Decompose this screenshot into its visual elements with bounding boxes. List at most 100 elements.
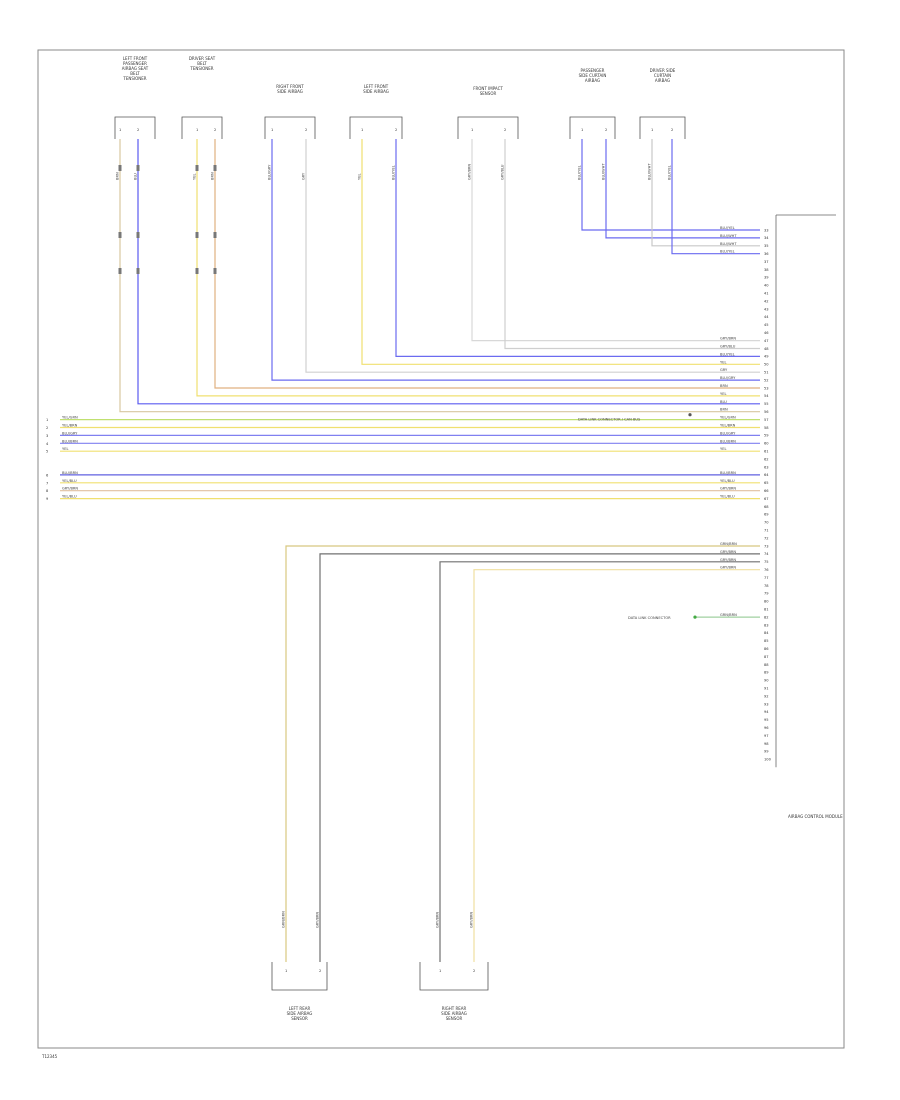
module-pin-number: 51 — [764, 371, 769, 375]
module-pin-number: 43 — [764, 307, 769, 311]
module-pin-number: 82 — [764, 615, 769, 619]
module-pin-number: 93 — [764, 702, 769, 706]
module-pin-number: 41 — [764, 292, 769, 296]
wire-w28: GRN/BRN — [695, 613, 760, 618]
component-name: TENSIONER — [189, 66, 213, 71]
component-name: SIDE AIRBAG — [441, 1011, 467, 1016]
wire-w15: YEL/GRN — [60, 416, 760, 421]
wire-w25: GRY/BRN GRY/BRN — [316, 550, 760, 962]
module-pin-number: 53 — [764, 386, 769, 390]
wire-color-label-vertical: BLU/YEL — [392, 165, 396, 180]
wire-path — [271, 139, 760, 381]
module-pin-number: 79 — [764, 592, 769, 596]
connector-outline — [457, 116, 519, 139]
component-pin: 1 — [439, 969, 441, 973]
wire-color-label: GRN/BRN — [720, 613, 737, 617]
wire-splice-mark — [118, 268, 122, 274]
connector-outline — [264, 116, 316, 139]
module-pin-number: 73 — [764, 544, 769, 548]
wire-color-label-vertical: GRY — [302, 172, 306, 180]
wire-color-label: YEL — [720, 447, 726, 451]
wire-splice-mark — [195, 165, 199, 171]
module-pin-number: 46 — [764, 331, 769, 335]
edge-wire-number: 1 — [46, 418, 48, 422]
wire-w27: GRY/BRN GRY/BRN — [470, 566, 760, 962]
component-pin: 2 — [671, 128, 673, 132]
wire-color-label: GRY/BRN — [720, 337, 736, 341]
connector-outline — [639, 116, 686, 139]
wire-path — [439, 561, 760, 962]
wire-w21: YEL/BLU — [60, 479, 760, 484]
wire-color-label: BLU/BRN — [720, 471, 736, 475]
module-pin-number: 37 — [764, 260, 769, 264]
component-name: RIGHT REAR — [442, 1006, 467, 1011]
component-name: LEFT REAR — [289, 1006, 311, 1011]
component-pin: 2 — [605, 128, 607, 132]
module-pin-number: 34 — [764, 236, 769, 240]
data-link-label: DATA LINK CONNECTOR / CAN BUS — [578, 418, 641, 422]
wires-layer: BLU/YELBLU/YELBLU/WHTBLU/WHTBLU/WHTBLU/W… — [60, 139, 760, 962]
wire-w18: BLU/BRN — [60, 439, 760, 444]
component-name: PASSENGER — [581, 68, 605, 73]
module-pin-number: 62 — [764, 457, 769, 461]
component-name: AIRBAG — [655, 78, 670, 83]
wire-color-label-vertical: GRY/BRN — [468, 164, 472, 180]
component-name: SIDE AIRBAG — [277, 89, 303, 94]
wire-color-label-vertical: GRY/BRN — [470, 912, 474, 928]
module-pin-number: 64 — [764, 473, 769, 477]
edge-wire-label: YEL/BLU — [62, 479, 77, 483]
wire-path — [119, 139, 760, 413]
wire-w5: GRY/BRN GRY/BRN — [468, 139, 760, 342]
module-pin-number: 88 — [764, 663, 769, 667]
diagram-frame — [37, 49, 845, 1049]
edge-wire-label: BLU/GRY — [62, 431, 78, 435]
wire-color-label: BLU/WHT — [720, 242, 737, 246]
data-link-node-icon — [688, 413, 692, 417]
connector-outline — [569, 116, 616, 139]
wire-color-label-vertical: YEL — [193, 174, 197, 180]
component-pin: 1 — [196, 128, 198, 132]
module-pin-number: 98 — [764, 742, 769, 746]
wire-color-label-vertical: BLU — [134, 173, 138, 180]
wire-path — [214, 139, 760, 389]
wire-color-label-vertical: GRY/BRN — [436, 912, 440, 928]
wire-w23: YEL/BLU — [60, 495, 760, 500]
component-name: SENSOR — [291, 1016, 308, 1021]
wire-splice-mark — [136, 268, 140, 274]
wire-splice-mark — [195, 268, 199, 274]
wire-color-label-vertical: GRY/BLU — [501, 164, 505, 180]
module-pin-number: 66 — [764, 489, 769, 493]
connector-outline — [271, 962, 328, 991]
wire-w7: BLU/YEL BLU/YEL — [392, 139, 760, 357]
wire-path — [473, 569, 760, 962]
wire-path — [285, 545, 760, 962]
module-pin-number: 77 — [764, 576, 769, 580]
wire-color-label-vertical: BLU/YEL — [578, 165, 582, 180]
figure-code: T12345 — [41, 1054, 58, 1059]
wire-color-label: GRY/BRN — [720, 487, 736, 491]
wire-color-label: BLU — [720, 400, 727, 404]
wire-color-label: BLU/GRY — [720, 376, 736, 380]
wire-color-label: GRY/BRN — [720, 566, 736, 570]
wire-path — [137, 139, 760, 405]
component-name: CURTAIN — [654, 73, 671, 78]
wire-w26: GRY/BRN GRY/BRN — [436, 558, 760, 962]
component-name: SENSOR — [480, 91, 497, 96]
module-pin-number: 52 — [764, 378, 769, 382]
component-name: LEFT FRONT — [364, 84, 389, 89]
module-pin-number: 33 — [764, 228, 769, 232]
wire-path — [361, 139, 760, 365]
component-pin: 2 — [137, 128, 139, 132]
